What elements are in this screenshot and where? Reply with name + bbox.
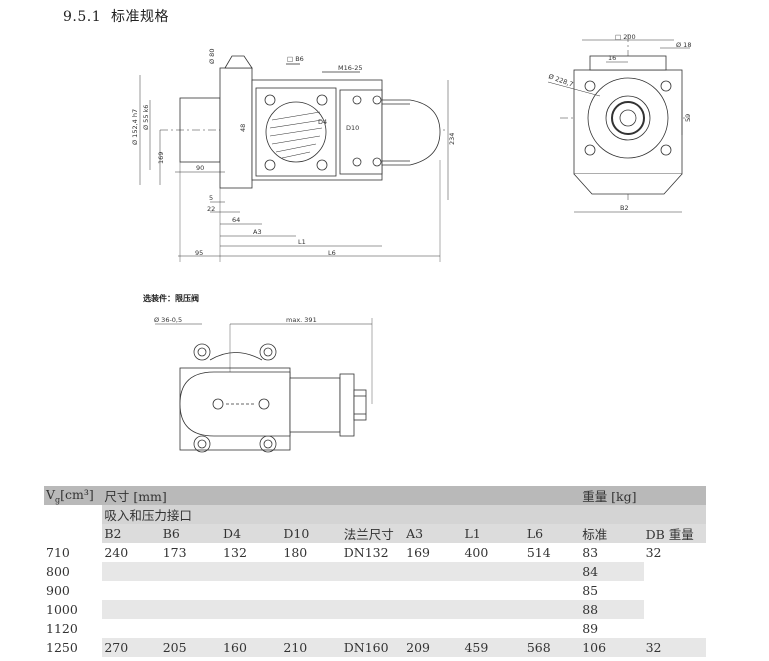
column-header: DB 重量 bbox=[643, 524, 706, 543]
dim-label: max. 391 bbox=[286, 316, 317, 324]
table-row: 1000 88 bbox=[44, 600, 706, 619]
dim-label: 95 bbox=[195, 249, 203, 257]
dim-label: 169 bbox=[157, 152, 165, 164]
column-header: B6 bbox=[160, 524, 222, 543]
table-cell: 173 bbox=[160, 543, 222, 562]
dim-label: Ø 36-0,5 bbox=[154, 316, 182, 324]
dim-label: Ø 228,7 bbox=[547, 72, 574, 88]
table-cell-merged bbox=[102, 581, 581, 600]
header-vg: Vg[cm³] bbox=[44, 486, 103, 505]
table-cell: 270 bbox=[102, 638, 161, 657]
dim-label: 234 bbox=[448, 133, 456, 145]
table-cell: 106 bbox=[580, 638, 644, 657]
column-header: 法兰尺寸 bbox=[341, 524, 405, 543]
table-cell: 132 bbox=[221, 543, 282, 562]
table-cell: 169 bbox=[404, 543, 463, 562]
table-row: 800 84 bbox=[44, 562, 706, 581]
dim-label: 16 bbox=[608, 54, 616, 62]
column-header: D10 bbox=[281, 524, 342, 543]
dim-label: 64 bbox=[232, 216, 240, 224]
dim-label: □ 200 bbox=[615, 33, 636, 41]
dim-label: L6 bbox=[328, 249, 336, 257]
column-header: L6 bbox=[524, 524, 581, 543]
table-cell: 209 bbox=[404, 638, 463, 657]
spec-table: Vg[cm³] 尺寸 [mm] 重量 [kg] 吸入和压力接口 B2 B6 D4… bbox=[44, 486, 706, 657]
table-row: 710 240 173 132 180 DN132 169 400 514 83… bbox=[44, 543, 706, 562]
dim-label: Ø 80 bbox=[208, 49, 216, 64]
dim-label: Ø 152,4 h7 bbox=[131, 109, 139, 145]
table-cell: 180 bbox=[281, 543, 342, 562]
table-cell: 514 bbox=[524, 543, 581, 562]
table-cell: 84 bbox=[580, 562, 644, 581]
dim-label: D10 bbox=[346, 124, 359, 132]
row-vg: 1250 bbox=[44, 638, 103, 657]
table-cell: 85 bbox=[580, 581, 644, 600]
row-vg: 1000 bbox=[44, 600, 103, 619]
header-ports: 吸入和压力接口 bbox=[102, 505, 581, 524]
column-header: 标准 bbox=[580, 524, 644, 543]
column-header: A3 bbox=[404, 524, 463, 543]
header-weight: 重量 [kg] bbox=[580, 486, 706, 505]
table-cell: 210 bbox=[281, 638, 342, 657]
table-cell: 160 bbox=[221, 638, 282, 657]
dim-label: D4 bbox=[318, 118, 327, 126]
dim-label: L1 bbox=[298, 238, 306, 246]
table-cell: 205 bbox=[160, 638, 222, 657]
table-cell: 568 bbox=[524, 638, 581, 657]
row-vg: 800 bbox=[44, 562, 103, 581]
table-cell: DN160 bbox=[341, 638, 405, 657]
table-cell: DN132 bbox=[341, 543, 405, 562]
dim-label: M16-25 bbox=[338, 64, 363, 72]
column-header: B2 bbox=[102, 524, 161, 543]
dim-label: B2 bbox=[620, 204, 629, 212]
table-subheader-row: 吸入和压力接口 bbox=[44, 505, 706, 524]
row-vg: 900 bbox=[44, 581, 103, 600]
table-cell-merged bbox=[102, 562, 581, 581]
table-cell: 83 bbox=[580, 543, 644, 562]
dim-label: 90 bbox=[196, 164, 204, 172]
column-header: L1 bbox=[462, 524, 525, 543]
table-cell: 89 bbox=[580, 619, 644, 638]
dim-label: 5 bbox=[209, 194, 213, 202]
dim-label: A3 bbox=[253, 228, 262, 236]
table-row: 1120 89 bbox=[44, 619, 706, 638]
table-column-header-row: B2 B6 D4 D10 法兰尺寸 A3 L1 L6 标准 DB 重量 bbox=[44, 524, 706, 543]
table-cell: 400 bbox=[462, 543, 525, 562]
column-header: D4 bbox=[221, 524, 282, 543]
table-header-row: Vg[cm³] 尺寸 [mm] 重量 [kg] bbox=[44, 486, 706, 505]
row-vg: 1120 bbox=[44, 619, 103, 638]
table-cell: 32 bbox=[643, 543, 706, 562]
table-row: 1250 270 205 160 210 DN160 209 459 568 1… bbox=[44, 638, 706, 657]
dim-label: □ B6 bbox=[287, 55, 304, 63]
dim-label: Ø 18 bbox=[676, 41, 691, 49]
technical-drawing: Ø 80 □ B6 M16-25 Ø 152,4 h7 Ø 55 k6 48 1… bbox=[131, 33, 692, 453]
dim-label: 48 bbox=[239, 124, 247, 132]
table-cell: 240 bbox=[102, 543, 161, 562]
table-cell-merged bbox=[102, 619, 581, 638]
table-cell: 459 bbox=[462, 638, 525, 657]
table-row: 900 85 bbox=[44, 581, 706, 600]
table-cell: 88 bbox=[580, 600, 644, 619]
header-dimensions: 尺寸 [mm] bbox=[102, 486, 581, 505]
dim-label: 22 bbox=[207, 205, 215, 213]
section-heading: 9.5.1 标准规格 bbox=[63, 6, 169, 26]
row-vg: 710 bbox=[44, 543, 103, 562]
dim-label: 59 bbox=[684, 114, 692, 122]
dim-label: Ø 55 k6 bbox=[142, 105, 150, 130]
table-cell: 32 bbox=[643, 638, 706, 657]
section-title: 标准规格 bbox=[111, 9, 170, 25]
section-number: 9.5.1 bbox=[63, 9, 102, 25]
table-cell-merged bbox=[102, 600, 581, 619]
option-label: 选装件：限压阀 bbox=[143, 294, 199, 303]
